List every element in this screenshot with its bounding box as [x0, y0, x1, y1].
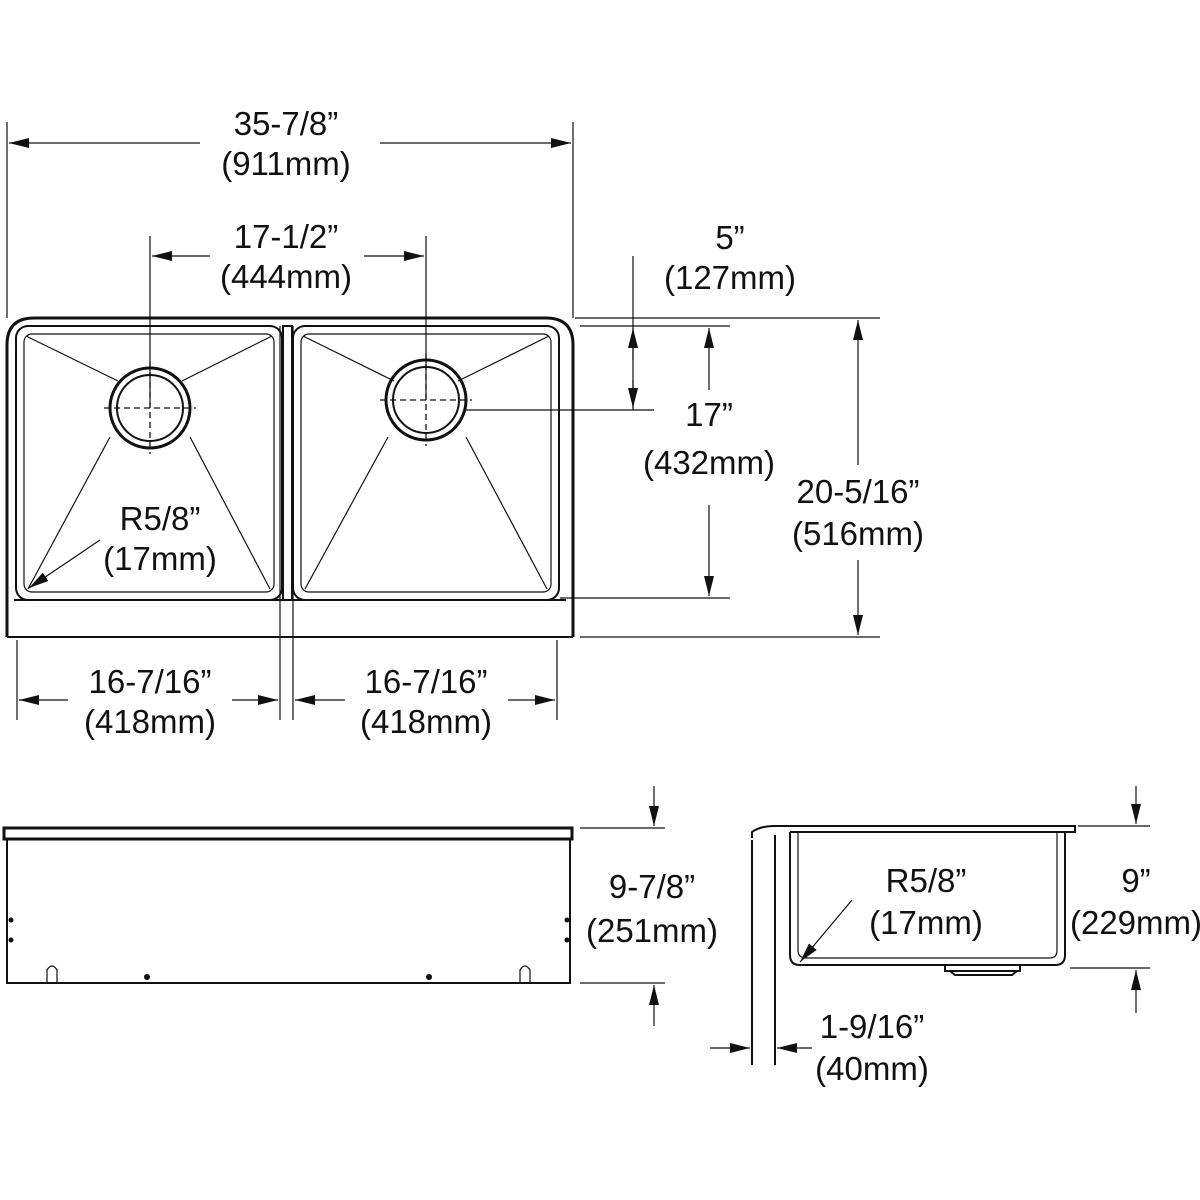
extension-lines-side-depth: [1070, 825, 1150, 969]
overall-width-inches: 35-7/8”: [234, 105, 339, 142]
overall-width-mm: (911mm): [221, 145, 351, 182]
apron-thickness-inches: 1-9/16”: [820, 1008, 925, 1045]
left-bowl-width-inches: 16-7/16”: [89, 663, 212, 700]
apron-thickness-mm: (40mm): [815, 1050, 929, 1087]
front-apron: [6, 838, 571, 984]
side-view: 9” (229mm) R5/8” (17mm) 1-9/16” (40mm): [710, 786, 1200, 1087]
drain-offset-inches: 5”: [715, 219, 744, 256]
apron-height-mm: (251mm): [586, 912, 718, 949]
extension-lines-bowl-widths: [16, 326, 558, 720]
overall-depth-mm: (516mm): [792, 515, 924, 552]
overall-depth-inches: 20-5/16”: [797, 473, 920, 510]
bowl-depth-inches: 17”: [685, 396, 733, 433]
corner-radius-inches: R5/8”: [120, 500, 201, 537]
side-bowl-inner: [797, 832, 1058, 959]
side-depth-inches: 9”: [1121, 862, 1150, 899]
side-corner-radius-mm: (17mm): [869, 904, 983, 941]
extension-lines-overall-width: [6, 122, 574, 318]
extension-lines-overall-depth: [575, 317, 880, 638]
apron-height-inches: 9-7/8”: [609, 868, 695, 905]
left-bowl-floor-slopes: [25, 335, 273, 590]
sink-outline: [5, 316, 575, 637]
front-view: 9-7/8” (251mm): [2, 786, 718, 1026]
drain-spacing-mm: (444mm): [220, 258, 352, 295]
side-corner-radius-inches: R5/8”: [886, 862, 967, 899]
drain-offset-mm: (127mm): [664, 259, 796, 296]
side-drain-body: [944, 965, 1021, 976]
corner-radius-mm: (17mm): [103, 540, 217, 577]
side-rim: [751, 825, 1076, 838]
center-divider: [282, 325, 293, 601]
bowl-depth-mm: (432mm): [643, 444, 775, 481]
extension-lines-drain-spacing: [149, 236, 427, 408]
mounting-holes: [8, 917, 570, 983]
left-bowl-inner: [23, 333, 275, 593]
top-view: 35-7/8” (911mm) 17-1/2” (444mm) 5” (127m…: [5, 105, 924, 740]
drain-spacing-inches: 17-1/2”: [234, 218, 339, 255]
leader-corner-radius: [28, 539, 101, 589]
extension-lines-apron-height: [580, 827, 665, 984]
side-bowl-outline: [789, 832, 1066, 966]
left-bowl-width-mm: (418mm): [84, 703, 216, 740]
leader-side-corner-radius: [799, 899, 853, 963]
side-depth-mm: (229mm): [1070, 904, 1200, 941]
right-bowl-width-inches: 16-7/16”: [365, 663, 488, 700]
right-bowl-floor-slopes: [302, 335, 550, 590]
right-bowl-width-mm: (418mm): [360, 703, 492, 740]
front-rim: [2, 826, 574, 841]
